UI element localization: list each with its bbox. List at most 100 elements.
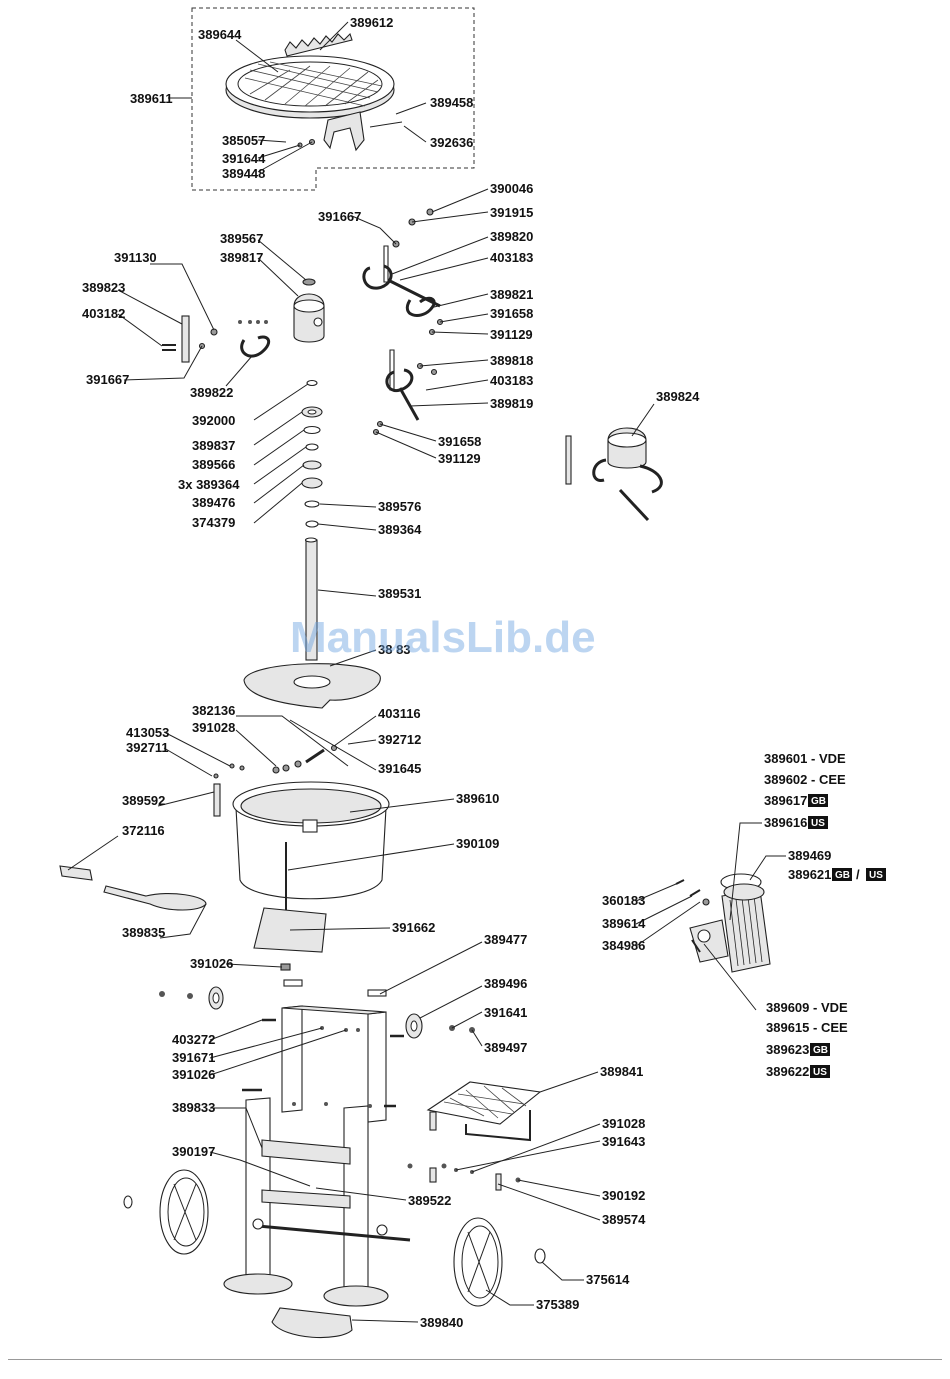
part-label: 3x 389364: [178, 477, 240, 492]
part-label: 391667: [318, 209, 361, 224]
part-label: 389821: [490, 287, 533, 302]
part-label: 389822: [190, 385, 233, 400]
part-label: 389819: [490, 396, 533, 411]
part-label: 372116: [122, 823, 165, 838]
mixing-arm-assembly: [362, 208, 444, 436]
part-label: 403183: [490, 250, 533, 265]
part-label: 392711: [126, 740, 169, 755]
part-label: 391915: [490, 205, 533, 220]
part-label: 391026: [190, 956, 233, 971]
variant-number: 389602 -: [764, 772, 815, 787]
part-label: 389823: [82, 280, 125, 295]
part-label: 360183: [602, 893, 645, 908]
drum-fasteners: [213, 744, 338, 779]
part-label: 389448: [222, 166, 265, 181]
wheel-left: [159, 1169, 209, 1255]
variant-number: 389623 -: [766, 1042, 817, 1057]
motor-variant-list: 389601 - VDE 389602 - CEE 389617 - GB 38…: [764, 751, 886, 882]
part-label: 389364: [378, 522, 422, 537]
part-label: 392000: [192, 413, 235, 428]
arm-hook-small: [240, 335, 271, 358]
part-label: 374379: [192, 515, 235, 530]
part-label: 391028: [602, 1116, 645, 1131]
part-label: 391658: [490, 306, 533, 321]
part-label: 392636: [430, 135, 473, 150]
part-label: 390197: [172, 1144, 215, 1159]
wheel-cap-right: [534, 1248, 546, 1264]
badge-separator: /: [856, 867, 860, 882]
part-label: 390109: [456, 836, 499, 851]
part-label: 391129: [438, 451, 481, 466]
part-label: 391026: [172, 1067, 215, 1082]
part-label: 391641: [484, 1005, 527, 1020]
country-badge: GB: [811, 796, 826, 807]
grid-bracket: [323, 111, 365, 152]
part-label: 375389: [536, 1297, 579, 1312]
svg-text:389615 - CEE: 389615 - CEE: [766, 1020, 848, 1035]
part-label: 389835: [122, 925, 165, 940]
part-label: 384986: [602, 938, 645, 953]
part-label: 389837: [192, 438, 235, 453]
part-label: 390046: [490, 181, 533, 196]
tray-shelf: [426, 1081, 542, 1142]
country-badge: US: [869, 870, 883, 881]
leader-lines: [67, 21, 786, 1323]
motor-unit: [689, 873, 771, 973]
arm-hub-housing: [293, 278, 325, 343]
part-label: 391671: [172, 1050, 215, 1065]
part-label: 389644: [198, 27, 242, 42]
part-label: 389458: [430, 95, 473, 110]
mixing-drum: [232, 781, 390, 916]
part-label: 391645: [378, 761, 421, 776]
country-badge: US: [811, 818, 825, 829]
part-number-labels: 389612 389644 389611 389458 385057 39164…: [82, 15, 831, 1330]
variant-number: 389622 -: [766, 1064, 817, 1079]
part-label: 389824: [656, 389, 700, 404]
country-badge: GB: [835, 870, 850, 881]
part-label: 389531: [378, 586, 421, 601]
grid-assembly-dashed-box: [191, 7, 475, 191]
part-label: 389522: [408, 1193, 451, 1208]
part-label: 391658: [438, 434, 481, 449]
part-label: 391662: [392, 920, 435, 935]
gear-variant-list: 389609 - VDE 389615 - CEE 389623 - GB 38…: [766, 1000, 848, 1079]
part-label: 38 83: [378, 642, 411, 657]
variant-number: 389615 -: [766, 1020, 817, 1035]
part-label: 389592: [122, 793, 165, 808]
drum-handle-bracket: [213, 783, 221, 817]
small-castor-right: [405, 1013, 423, 1039]
shelf-fasteners: [407, 1163, 521, 1183]
part-label: 391129: [490, 327, 533, 342]
part-label: 403116: [378, 706, 421, 721]
part-label: 385057: [222, 133, 265, 148]
part-label: 403272: [172, 1032, 215, 1047]
part-label: 392712: [378, 732, 421, 747]
part-label: 403183: [490, 373, 533, 388]
country-badge: US: [813, 1067, 827, 1078]
drum-lid-disc: [243, 663, 381, 709]
part-label: 389611: [130, 91, 173, 106]
part-label: 391028: [192, 720, 235, 735]
part-label: 389833: [172, 1100, 215, 1115]
svg-text:389602 - CEE: 389602 - CEE: [764, 772, 846, 787]
scraper-blade: [284, 32, 353, 57]
variant-number: 389616 -: [764, 815, 815, 830]
svg-text:389601 - VDE: 389601 - VDE: [764, 751, 846, 766]
part-label: 389477: [484, 932, 527, 947]
page-bottom-rule: [8, 1359, 942, 1360]
part-label: 389610: [456, 791, 499, 806]
variant-number: 389601 -: [764, 751, 815, 766]
country-badge: GB: [813, 1045, 828, 1056]
part-label: 389476: [192, 495, 235, 510]
wheel-cap-left: [123, 1195, 133, 1209]
part-label: 391644: [222, 151, 266, 166]
part-label: 389567: [220, 231, 263, 246]
part-label: 389566: [192, 457, 235, 472]
variant-suffix: CEE: [819, 772, 846, 787]
grid-disc: [225, 55, 395, 119]
part-label: 389469: [788, 848, 831, 863]
part-label: 382136: [192, 703, 235, 718]
part-label: 391130: [114, 250, 157, 265]
variant-suffix: VDE: [819, 751, 846, 766]
